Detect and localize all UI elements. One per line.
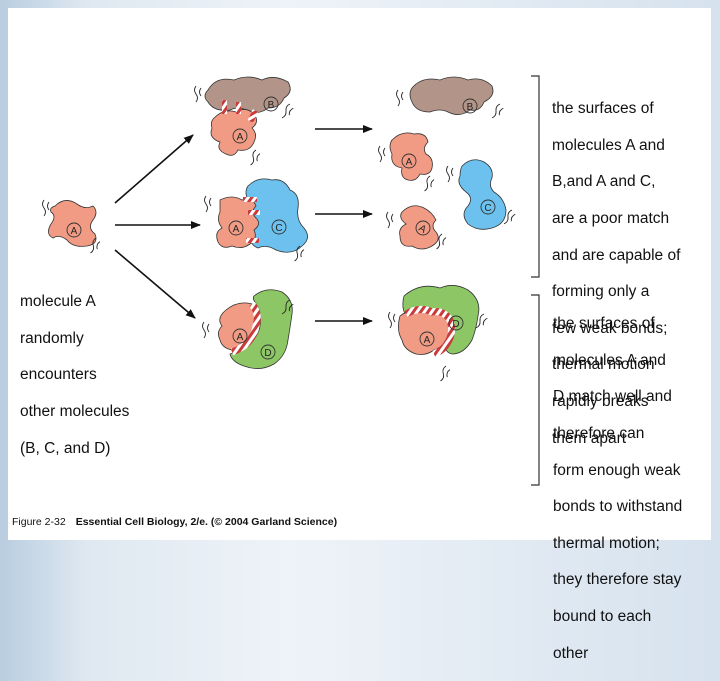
molecule-d-label: D	[264, 348, 271, 359]
note-line: forming only a	[552, 283, 650, 301]
figure-caption: Figure 2-32 Essential Cell Biology, 2/e. …	[12, 516, 337, 528]
molecule-d-label: D	[452, 319, 459, 330]
note-line: thermal motion	[552, 356, 655, 374]
note-line: molecule A	[20, 293, 96, 311]
note-line: form enough weak	[553, 461, 681, 479]
figure-source: Essential Cell Biology, 2/e. (© 2004 Gar…	[75, 516, 338, 528]
note-random-encounter: molecule A randomly encounters other mol…	[20, 275, 180, 476]
arrow-to-ad	[114, 249, 196, 319]
note-line: encounters	[20, 366, 97, 384]
molecule-a-label: A	[71, 226, 78, 237]
molecule-b-label: B	[467, 102, 474, 113]
note-line: bound to each	[553, 608, 652, 626]
complex-ad: A D	[202, 289, 295, 369]
note-line: and are capable of	[552, 246, 681, 264]
molecular-recognition-diagram: A B A	[42, 75, 540, 486]
figure-panel	[8, 8, 711, 496]
note-line: (B, C, and D)	[20, 439, 111, 457]
bracket-strong	[531, 294, 540, 486]
arrow-to-ab	[114, 134, 194, 204]
note-line: therefore can	[553, 425, 645, 443]
molecule-b-label: B	[268, 100, 275, 111]
complex-ad-bound: A D	[388, 285, 489, 384]
bracket-weak	[531, 75, 540, 278]
note-line: are a poor match	[552, 210, 670, 228]
note-line: other molecules	[20, 403, 130, 421]
molecule-a-alone: A	[42, 199, 102, 256]
note-line: D match well and	[553, 388, 672, 406]
outcome-arrows	[315, 125, 373, 325]
note-line: they therefore stay	[553, 571, 682, 589]
figure-number: Figure 2-32	[12, 516, 66, 528]
molecule-c-label: C	[484, 203, 491, 214]
note-line: the surfaces of	[553, 315, 655, 333]
note-line: bonds to withstand	[553, 498, 683, 516]
note-line: B,and A and C,	[552, 173, 656, 191]
note-line: randomly	[20, 329, 84, 347]
note-weak-binding: the surfaces of molecules A and B,and A …	[552, 82, 712, 466]
molecule-a-label: A	[237, 132, 244, 143]
molecule-a-label: A	[237, 332, 244, 343]
note-line: them apart	[552, 429, 627, 447]
molecule-a-label: A	[417, 223, 429, 236]
note-line: rapidly breaks	[552, 393, 649, 411]
complex-ab: B A	[194, 76, 295, 168]
note-line: molecules A and	[552, 136, 665, 154]
note-line: molecules A and	[553, 351, 666, 369]
caption-bar	[8, 496, 711, 540]
note-line: the surfaces of	[552, 100, 654, 118]
molecule-c-free: C	[446, 159, 517, 230]
encounter-arrows	[114, 134, 201, 319]
molecule-c-label: C	[275, 223, 282, 234]
complex-ac: A C	[204, 178, 308, 264]
molecule-b-free: B	[396, 76, 505, 121]
note-strong-binding: the surfaces of molecules A and D match …	[553, 297, 713, 681]
note-line: other	[553, 644, 589, 662]
molecule-a-label: A	[424, 335, 431, 346]
molecule-a-label: A	[406, 157, 413, 168]
molecule-a-free-1: A	[378, 132, 436, 194]
molecule-a-free-2: A	[386, 205, 448, 252]
molecule-a-label: A	[233, 224, 240, 235]
note-line: few weak bonds;	[552, 319, 668, 337]
note-line: thermal motion;	[553, 534, 660, 552]
slide: A B A	[8, 8, 712, 662]
